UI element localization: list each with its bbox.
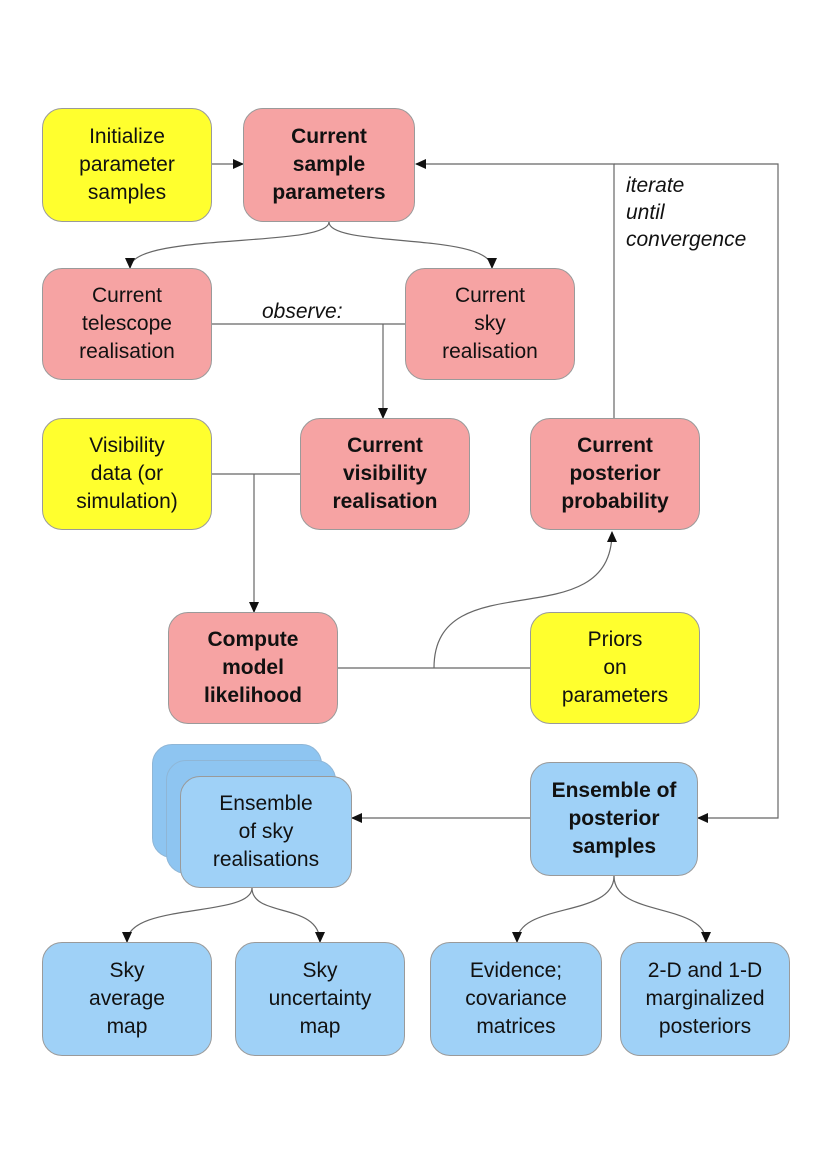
edge-ensemble-to-unc — [251, 887, 325, 943]
sky-realisation-node: Current sky realisation — [405, 268, 575, 380]
sky-uncertainty-map-node: Sky uncertainty map — [235, 942, 405, 1056]
telescope-realisation-node: Current telescope realisation — [42, 268, 212, 380]
observe-label: observe: — [262, 300, 343, 323]
priors-node: Priors on parameters — [530, 612, 700, 724]
edge-current-to-telescope — [125, 221, 330, 269]
posterior-samples-node: Ensemble of posterior samples — [530, 762, 698, 876]
edge-ensemble-to-avg — [122, 887, 253, 943]
sky-average-map-node: Sky average map — [42, 942, 212, 1056]
edge-current-to-sky — [328, 221, 497, 269]
marginalized-posteriors-node: 2-D and 1-D marginalized posteriors — [620, 942, 790, 1056]
visibility-data-node: Visibility data (or simulation) — [42, 418, 212, 530]
iterate-label: iterate until convergence — [626, 174, 747, 251]
evidence-covariance-node: Evidence; covariance matrices — [430, 942, 602, 1056]
edge-samples-to-evidence — [512, 875, 615, 943]
edge-samples-to-marginal — [613, 875, 711, 943]
edge-outer-loop — [614, 163, 779, 823]
initialize-samples-node: Initialize parameter samples — [42, 108, 212, 222]
sky-ensemble-node: Ensemble of sky realisations — [180, 776, 352, 888]
edge-to-posterior-prob — [433, 531, 617, 669]
visibility-realisation-node: Current visibility realisation — [300, 418, 470, 530]
compute-likelihood-node: Compute model likelihood — [168, 612, 338, 724]
posterior-probability-node: Current posterior probability — [530, 418, 700, 530]
current-sample-parameters-node: Current sample parameters — [243, 108, 415, 222]
